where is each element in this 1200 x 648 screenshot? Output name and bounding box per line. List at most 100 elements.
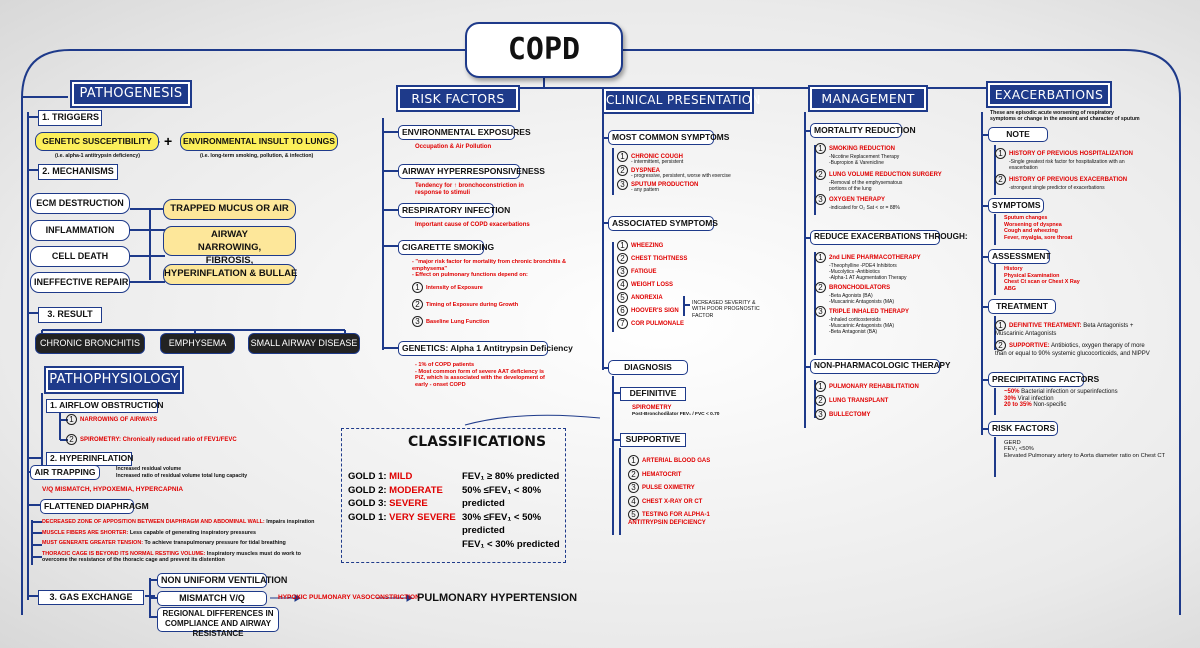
diagnosis-label: DIAGNOSIS <box>608 360 688 375</box>
genetics-notes: - 1% of COPD patients - Most common form… <box>415 362 545 388</box>
note-label: NOTE <box>988 127 1048 142</box>
classifications-box: CLASSIFICATIONS GOLD 1: MILD GOLD 2: MOD… <box>341 428 566 563</box>
air-trapping: AIR TRAPPING <box>30 465 100 480</box>
diaphragm-note: MUSCLE FIBERS ARE SHORTER: Less capable … <box>42 529 256 536</box>
smoking-note: - Effect on pulmonary functions depend o… <box>412 272 528 279</box>
diaphragm-note: DECREASED ZONE OF APPOSITION BETWEEN DIA… <box>42 519 315 525</box>
risk-item: Elevated Pulmonary artery to Aorta diame… <box>1004 452 1166 459</box>
gold-row: GOLD 3: SEVERE <box>348 498 428 509</box>
smoking-note: - "major risk factor for mortality from … <box>412 259 567 272</box>
common-symptoms-label: MOST COMMON SYMPTOMS <box>608 130 729 145</box>
gold-row: GOLD 1: MILD <box>348 471 413 482</box>
flattened-diaphragm: FLATTENED DIAPHRAGM <box>40 499 149 514</box>
mechanism-item: CELL DEATH <box>30 246 130 267</box>
assessment-item: Chest Ct scan or Chest X Ray <box>1004 279 1080 286</box>
risk-factor-note: Occupation & Air Pollution <box>415 144 492 150</box>
genetics-note: - 1% of COPD patients <box>415 362 475 368</box>
assessment-list: History Physical Examination Chest Ct sc… <box>1004 266 1080 292</box>
pulmonary-hypertension: PULMONARY HYPERTENSION <box>417 592 578 604</box>
associated-symptoms-label: ASSOCIATED SYMPTOMS <box>608 216 718 231</box>
risk-item: GERD <box>1004 440 1021 446</box>
genetics-risk: GENETICS: Alpha 1 Antitrypsin Deficiency <box>398 341 573 356</box>
mechanism-item: INFLAMMATION <box>30 220 130 241</box>
gas-item: MISMATCH V/Q <box>157 591 267 606</box>
risk-factor-note: Important cause of COPD exacerbations <box>415 222 530 228</box>
pathophysiology-header: PATHOPHYSIOLOGY <box>44 366 184 394</box>
air-trapping-note: Increased ratio of residual volume total… <box>116 473 248 479</box>
classifications-header: CLASSIFICATIONS <box>408 434 547 450</box>
diaphragm-notes: DECREASED ZONE OF APPOSITION BETWEEN DIA… <box>42 519 314 564</box>
precip-item: 30% Viral infection <box>1004 395 1054 402</box>
assessment-item: Physical Examination <box>1004 272 1060 279</box>
genetics-note: - Most common form of severe AAT deficie… <box>415 368 545 388</box>
page-title: COPD <box>465 22 623 78</box>
nonpharm-label: NON-PHARMACOLOGIC THERAPY <box>810 359 950 374</box>
mechanisms-label: 2. MECHANISMS <box>38 164 118 180</box>
vq-mismatch: V/Q MISMATCH, HYPOXEMIA, HYPERCAPNIA <box>42 486 184 493</box>
gold-row: GOLD 1: VERY SEVERE <box>348 511 456 523</box>
risk-factor: ENVIRONMENTAL EXPOSURES <box>398 125 531 140</box>
mechanism-result: TRAPPED MUCUS OR AIR <box>163 199 296 220</box>
hypoxic-vasoconstriction: HYPOXIC PULMONARY VASOCONSTRICTION <box>278 594 420 601</box>
gas-exchange-label: 3. GAS EXCHANGE <box>38 590 144 605</box>
environmental-note: (i.e. long-term smoking, pollution, & in… <box>200 153 314 159</box>
gold-criterion: FEV₁ ≥ 80% predicted <box>462 471 560 482</box>
symptom-item: Fever, myalgia, sore throat <box>1004 234 1073 241</box>
symptom-item: Cough and wheezing <box>1004 228 1058 235</box>
mechanism-result: HYPERINFLATION & BULLAE <box>163 264 297 285</box>
gas-item: NON UNIFORM VENTILATION <box>157 573 287 588</box>
risk-factors-header: RISK FACTORS <box>396 85 520 112</box>
hyperinflation-label: 2. HYPERINFLATION <box>46 452 133 466</box>
gold-criterion: FEV₁ < 30% predicted <box>462 538 560 550</box>
symptoms-list: Sputum changes Worsening of dyspnea Coug… <box>1004 215 1072 241</box>
clinical-presentation-header: CLINICAL PRESENTATION <box>602 87 761 114</box>
precip-item: ~50% Bacterial infection or superinfecti… <box>1004 389 1118 395</box>
associated-note: INCREASED SEVERITY & WITH POOR PROGNOSTI… <box>692 300 760 319</box>
treatment-label: TREATMENT <box>988 299 1056 314</box>
risk-factor: RESPIRATORY INFECTION <box>398 203 510 218</box>
definitive-label: DEFINITIVE <box>620 387 686 401</box>
management-header: MANAGEMENT <box>808 85 928 112</box>
symptoms-label: SYMPTOMS <box>988 198 1044 213</box>
gold-row: GOLD 2: MODERATE <box>348 484 443 496</box>
air-trapping-note: Increased residual volume <box>116 466 182 472</box>
environmental-insult: ENVIRONMENTAL INSULT TO LUNGS <box>180 132 338 151</box>
spirometry: SPIROMETRY <box>632 405 672 411</box>
smoking-notes: - "major risk factor for mortality from … <box>412 259 572 327</box>
result-label: 3. RESULT <box>38 307 102 323</box>
exacerbation-risk-label: RISK FACTORS <box>988 421 1058 436</box>
result-small-airway-disease: SMALL AIRWAY DISEASE <box>248 333 360 354</box>
precip-item: 20 to 35% Non-specific <box>1004 402 1067 409</box>
result-chronic-bronchitis: CHRONIC BRONCHITIS <box>35 333 145 354</box>
airflow-label: 1. AIRFLOW OBSTRUCTION <box>46 399 163 413</box>
mortality-reduction-label: MORTALITY REDUCTION <box>810 123 916 138</box>
